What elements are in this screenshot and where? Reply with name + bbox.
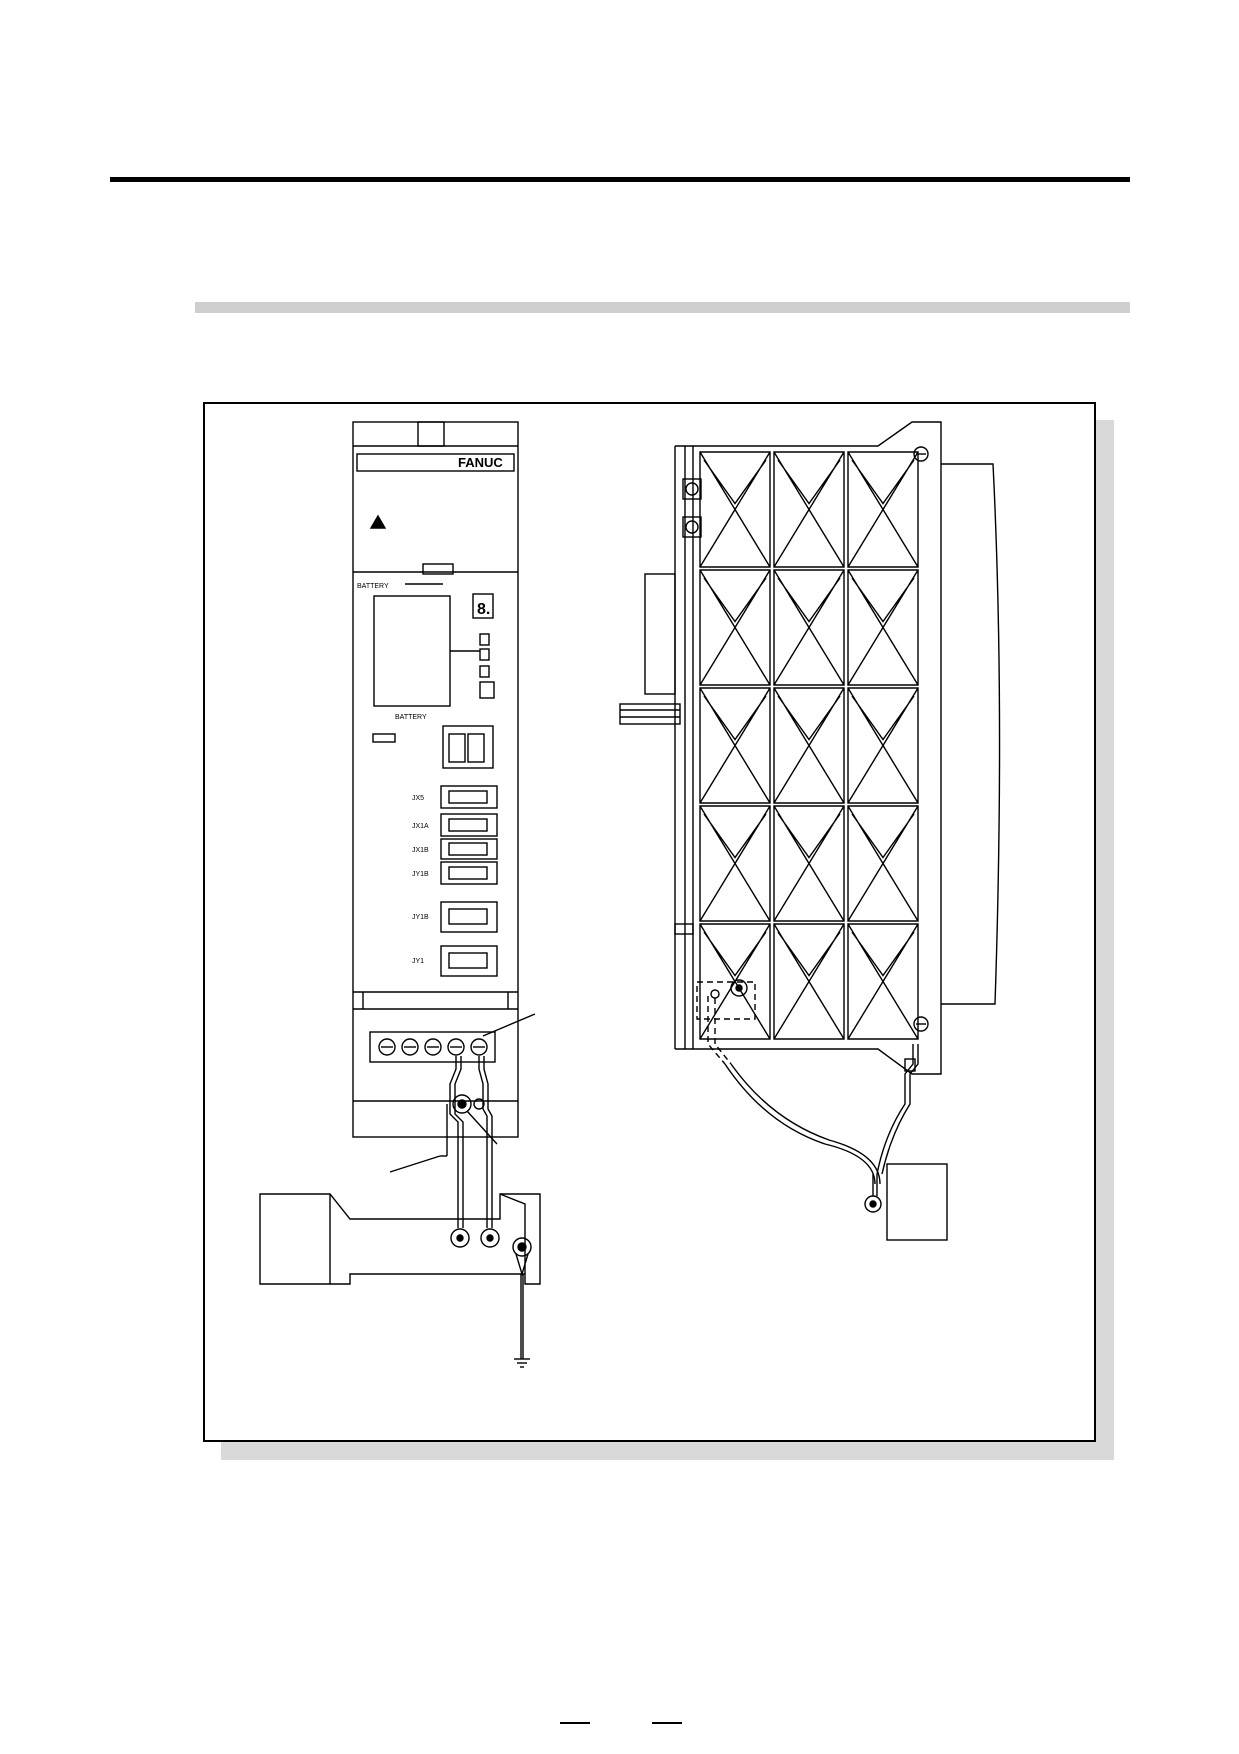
label-jx1b: JX1B [412,847,429,854]
lattice-cell [847,451,919,568]
amplifier-body [352,421,519,1138]
connector-jy1 [440,945,498,977]
label-jx1a: JX1A [412,823,429,830]
lattice-panel [699,451,919,1040]
battery-label: BATTERY [395,714,427,721]
lattice-cell [773,687,845,804]
lattice-cell [773,451,845,568]
lattice-cell [847,805,919,922]
lattice-cell [699,569,771,686]
battery-compartment [373,595,451,707]
connector-jy1b [440,861,498,885]
lattice-cell [699,687,771,804]
svg-text:BATTERY: BATTERY [357,583,389,590]
connector-jx5 [440,785,498,809]
figure-frame: FANUC BATTERY 8. BATTERY [203,402,1096,1442]
ground-cable-1 [724,1063,876,1185]
terminal-block [369,1031,496,1063]
ground-screw [452,1094,472,1114]
footer-dash-left [560,1722,590,1724]
header-rule [110,177,1130,182]
lattice-cell [773,569,845,686]
page-number-dashes [560,1722,690,1726]
corner-screw-bottom [913,1016,929,1032]
ring-terminal-2 [480,1228,500,1248]
lattice-cell [699,805,771,922]
connector-jy1b-2 [440,901,498,933]
optical-connector [442,725,494,769]
ground-wire-2 [478,1056,488,1228]
warning-triangle-icon [369,514,387,529]
footer-dash-right [652,1722,682,1724]
frame-ground-screw [730,979,748,997]
section-heading-bar [195,302,1130,313]
label-jy1b: JY1B [412,871,429,878]
label-jx5: JX5 [412,795,424,802]
label-jy1b-2: JY1B [412,914,429,921]
svg-text:8.: 8. [477,601,490,618]
lattice-cell [847,569,919,686]
status-display [472,593,494,619]
lattice-cell [773,923,845,1040]
connector-jx1a [440,813,498,837]
amplifier-front-view: FANUC BATTERY 8. BATTERY [352,421,536,1228]
amplifier-side-view [619,421,1001,1241]
external-ground-block [886,1163,948,1241]
earth-ground-icon [514,1358,530,1368]
ground-bolt [512,1237,532,1257]
ground-bar [259,1193,541,1368]
lattice-cell [847,687,919,804]
side-outline [692,421,942,1075]
brand-label: FANUC [458,455,503,470]
label-jy1: JY1 [412,958,424,965]
nameplate [356,453,515,472]
ground-wire-1 [449,1056,459,1228]
terminal-screws [378,1038,488,1056]
connector-jx1b [440,838,498,860]
lattice-cell [847,923,919,1040]
grounding-diagram: FANUC BATTERY 8. BATTERY [259,421,1001,1368]
lattice-cell [699,451,771,568]
lattice-cell [773,805,845,922]
ring-terminal-1 [450,1228,470,1248]
